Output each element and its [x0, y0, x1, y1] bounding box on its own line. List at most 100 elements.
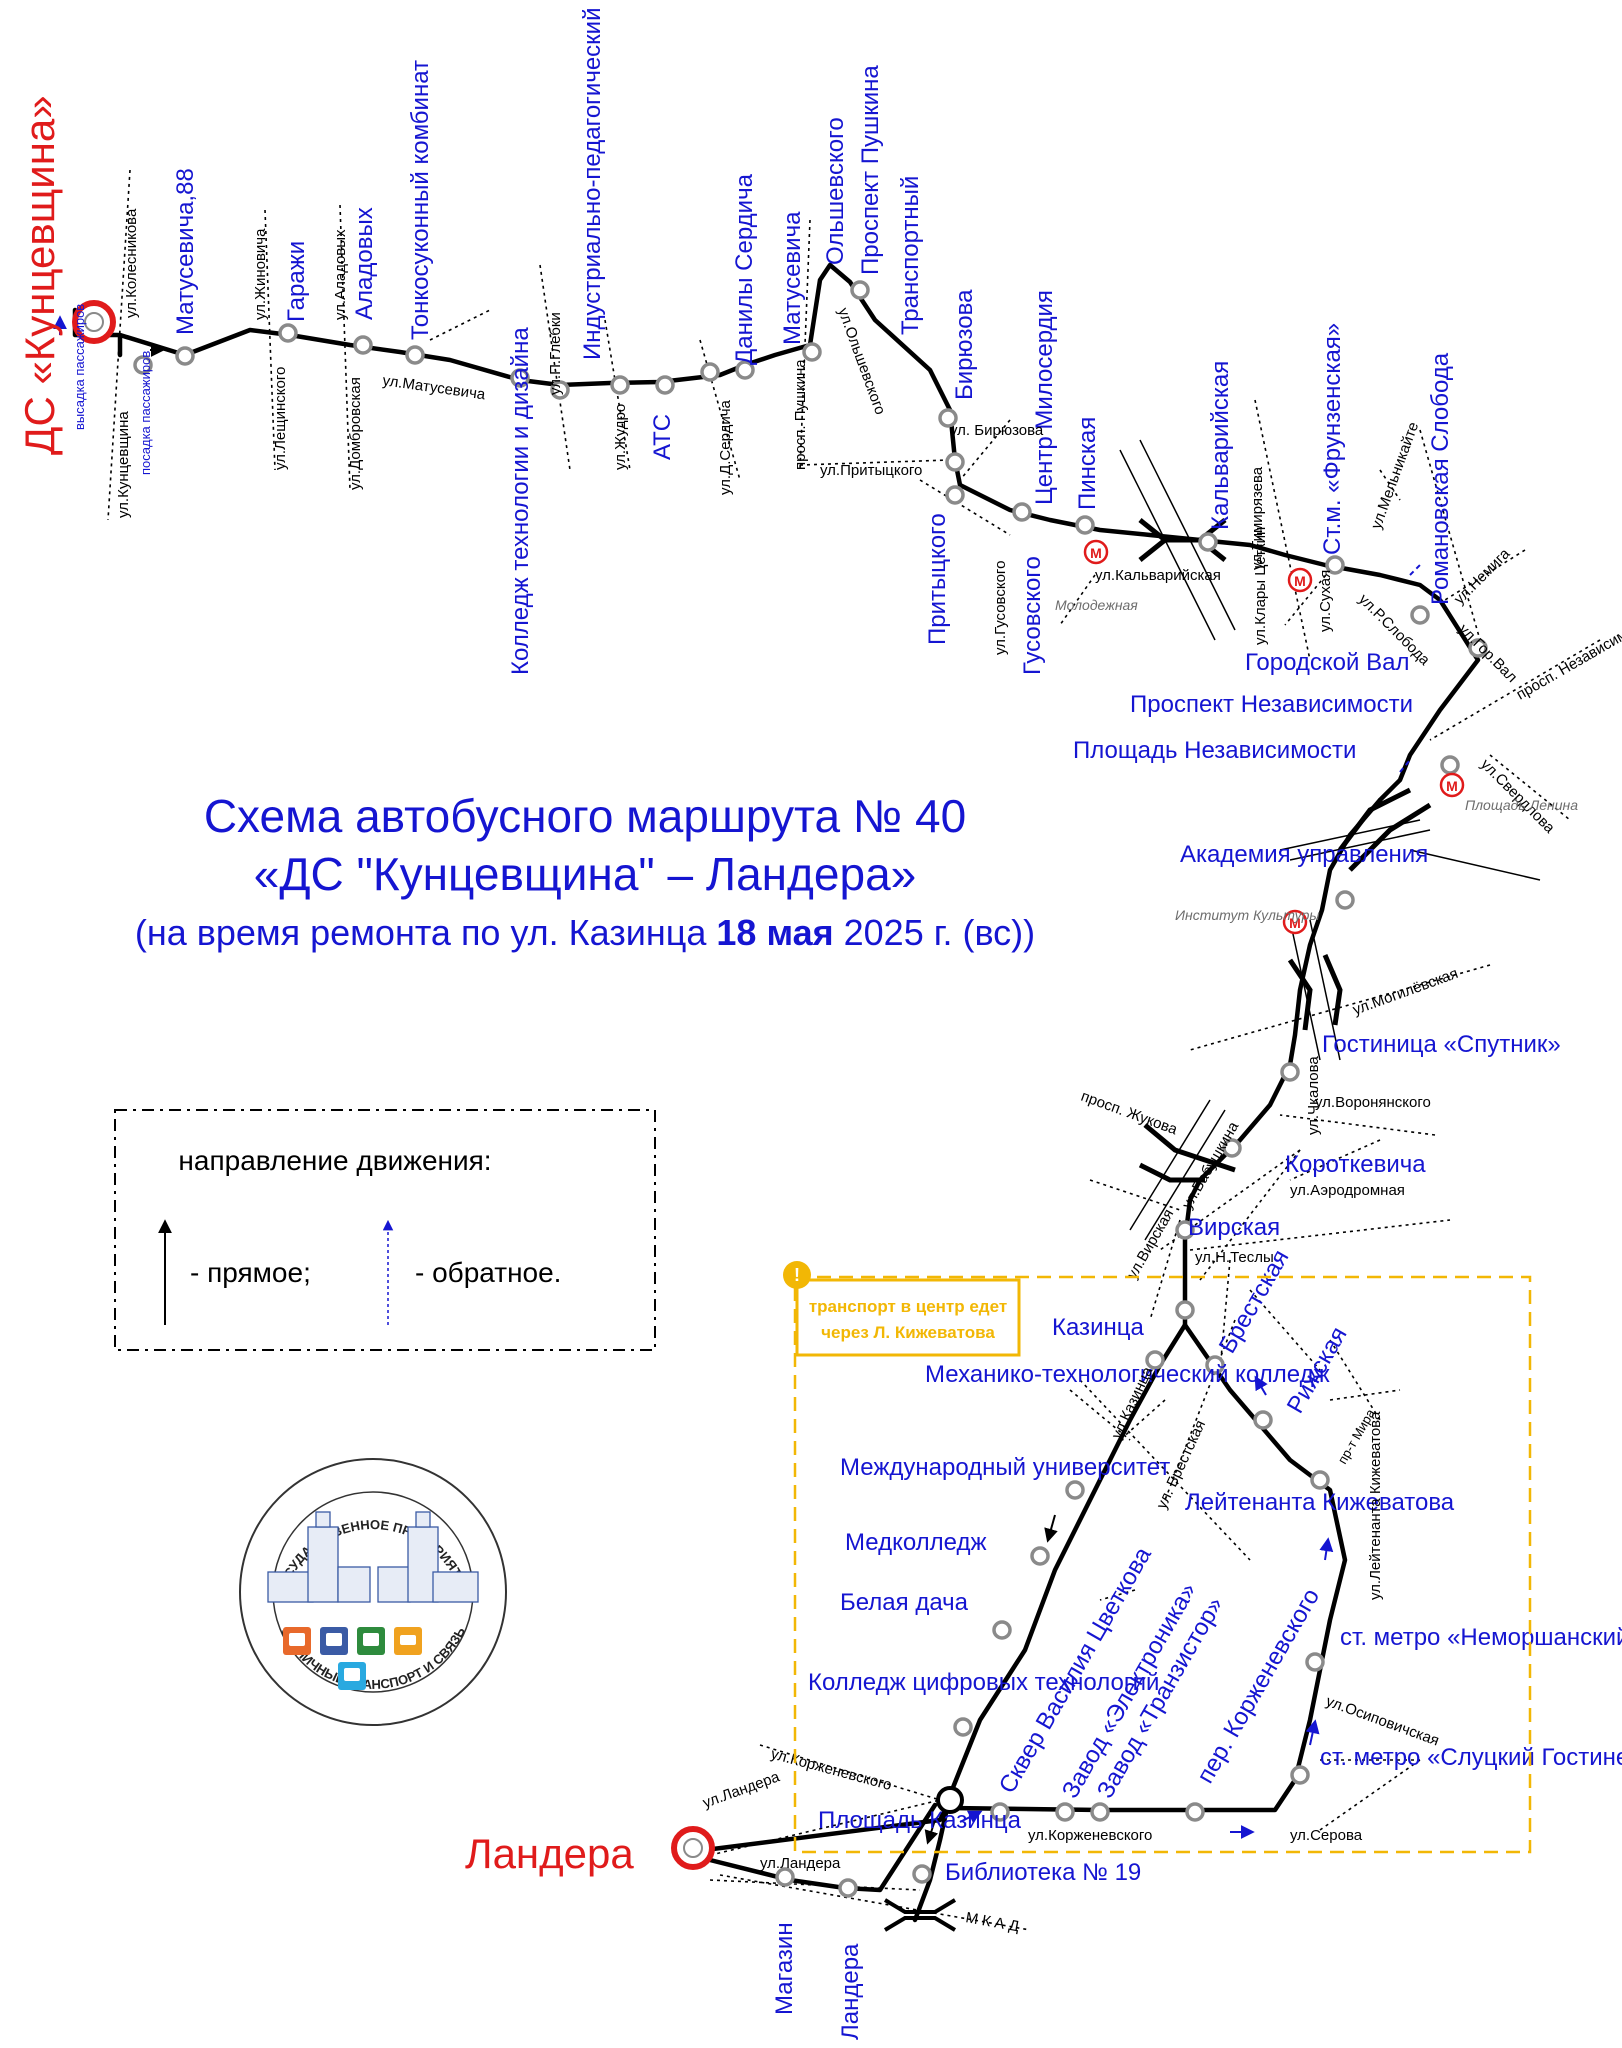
metro-icon: М	[1083, 539, 1109, 565]
stop-label: Кальварийская	[1207, 361, 1234, 530]
street-label: ул.Кунцевщина	[115, 411, 132, 518]
metro-icon: М	[1439, 772, 1465, 798]
street-label: ул.Жиновича	[252, 228, 269, 320]
stop-labels-top: Матусевича,88 Гаражи Аладовых Тонкосукон…	[172, 0, 1454, 675]
street-label: ул.Лейтенанта Кижеватова	[1367, 1411, 1384, 1600]
stop-label: Лейтенанта Кижеватова	[1185, 1489, 1455, 1516]
notice-text-2: через Л. Кижеватова	[821, 1323, 995, 1342]
street-label: ул.Чкалова	[1305, 1056, 1322, 1135]
notice-text-1: транспорт в центр едет	[809, 1297, 1007, 1316]
metro-icon: М	[1282, 909, 1308, 935]
legend-forward: - прямое;	[190, 1257, 311, 1288]
street-label: ул.Н.Теслы	[1195, 1249, 1274, 1266]
street-label: просп. Жукова	[1079, 1088, 1180, 1139]
stop-label: Притыцкого	[924, 513, 951, 645]
street-label: просп. Пушкина	[792, 359, 809, 470]
legend-reverse: - обратное.	[415, 1257, 561, 1288]
street-label: ул.Аладовых	[332, 229, 349, 320]
building-icon	[267, 1511, 479, 1603]
title-line-3: (на время ремонта по ул. Казинца 18 мая …	[135, 912, 1035, 953]
stop-label: Ландера	[837, 1943, 864, 2040]
title-line-2: «ДС "Кунцевщина" – Ландера»	[254, 848, 916, 900]
legend: направление движения: - прямое; - обратн…	[114, 1109, 656, 1351]
svg-text:М: М	[1090, 545, 1102, 561]
stop-label: Вирская	[1188, 1214, 1280, 1241]
metro-label: Институт Культуры	[1175, 907, 1320, 923]
stop-label: Академия управления	[1180, 841, 1428, 868]
stop-label: Медколледж	[845, 1529, 987, 1556]
company-logo: ГОСУДАРСТВЕННОЕ ПРЕДПРИЯТИЕ СТОЛИЧНЫЙ ТР…	[239, 1458, 507, 1726]
street-label: МКАД	[964, 1909, 1024, 1936]
street-label: ул.Осиповичская	[1324, 1693, 1442, 1750]
street-label: ул.Лещинского	[272, 367, 289, 470]
stop-labels-center: Городской Вал Проспект Независимости Пло…	[1073, 649, 1561, 1241]
street-lines	[107, 169, 1601, 1931]
metro-label: Площадь Ленина	[1465, 797, 1578, 813]
map-title: Схема автобусного маршрута № 40 «ДС "Кун…	[135, 790, 1035, 953]
street-label: ул.П.Глебки	[547, 312, 564, 395]
direction-arrows	[53, 315, 1334, 1845]
stop-label: Колледж цифровых технологий	[808, 1669, 1159, 1696]
stop-label: АТС	[649, 414, 676, 460]
metro-markers: М М М М	[1083, 539, 1465, 935]
street-label: ул.Матусевича	[381, 372, 486, 403]
warning-icon	[783, 1261, 811, 1289]
stop-label: Матусевича	[779, 211, 806, 345]
metro-icon: М	[1287, 567, 1313, 593]
street-label: просп. Независимости	[1514, 611, 1622, 704]
street-label: ул.Кальварийская	[1095, 567, 1221, 584]
terminal-end-label: Ландера	[465, 1830, 634, 1877]
stop-label: Аладовых	[351, 207, 378, 320]
street-label: ул. Бирюзова	[950, 422, 1044, 439]
stop-label: Проспект Независимости	[1130, 691, 1413, 718]
stop-label: Пинская	[1074, 417, 1101, 510]
stop-label: Гаражи	[283, 241, 310, 322]
dropoff-note: высадка пассажиров	[72, 304, 87, 430]
stop-label: Площадь Казинца	[818, 1807, 1022, 1834]
stop-label: Тонкосуконный комбинат	[407, 60, 434, 340]
terminal-markers	[72, 300, 715, 1870]
stop-label: Библиотека № 19	[945, 1859, 1141, 1886]
stop-label: Белая дача	[840, 1589, 969, 1616]
svg-text:М: М	[1294, 573, 1306, 589]
stop-label: Площадь Независимости	[1073, 737, 1356, 764]
stop-label: Колледж технологии и дизайна	[507, 327, 534, 675]
stop-label: ст. метро «Слуцкий Гостинец»	[1320, 1744, 1622, 1771]
stop-label: Гостиница «Спутник»	[1322, 1031, 1561, 1058]
street-label: ул.Притыцкого	[820, 462, 922, 479]
stop-label: Короткевича	[1285, 1151, 1426, 1178]
stop-label: Ольшевского	[822, 117, 849, 265]
terminal-start-label: ДС «Кунцевщина»	[16, 95, 63, 455]
street-label: ул.Клары Цеткин	[1252, 527, 1269, 645]
street-label: ул.Корженевского	[769, 1745, 894, 1794]
stop-label: Казинца	[1052, 1314, 1144, 1341]
street-label: ул.Могилёвская	[1351, 965, 1461, 1019]
stop-label: Ст.м. «Фрунзенская»	[1319, 323, 1346, 555]
stop-label: Проспект Пушкина	[857, 65, 884, 275]
street-label: ул.Серова	[1290, 1827, 1363, 1844]
stop-label: Механико-технологический колледж	[925, 1361, 1330, 1388]
street-label: ул.Ландера	[760, 1855, 841, 1872]
street-label: ул.Ландера	[701, 1768, 783, 1812]
stop-label: Транспортный	[897, 176, 924, 335]
stop-label: Гусовского	[1019, 556, 1046, 675]
stop-label: Индустриально-педагогический колледж	[579, 0, 606, 360]
street-label: ул.Тимирязева	[1249, 466, 1266, 570]
street-label: ул.Мельникайте	[1368, 420, 1422, 532]
stop-label: Матусевича,88	[172, 168, 199, 335]
railway-crossings	[883, 439, 1541, 1932]
legend-heading: направление движения:	[178, 1145, 491, 1176]
svg-text:!: !	[794, 1265, 800, 1285]
svg-text:М: М	[1289, 915, 1301, 931]
street-label: ул.Немига	[1451, 545, 1514, 608]
street-label: ул.Жудро	[612, 404, 629, 470]
metro-label: Молодежная	[1055, 597, 1138, 613]
street-label: ул.Аэродромная	[1290, 1182, 1405, 1199]
stop-label: Центр Милосердия	[1031, 290, 1058, 505]
stop-markers	[133, 280, 1488, 1898]
stop-label: Данилы Сердича	[731, 173, 758, 365]
stop-label: Романовская Слобода	[1427, 352, 1454, 605]
street-label: ул.Домбровская	[347, 377, 364, 490]
street-label: ул.Колесникова	[123, 208, 140, 318]
